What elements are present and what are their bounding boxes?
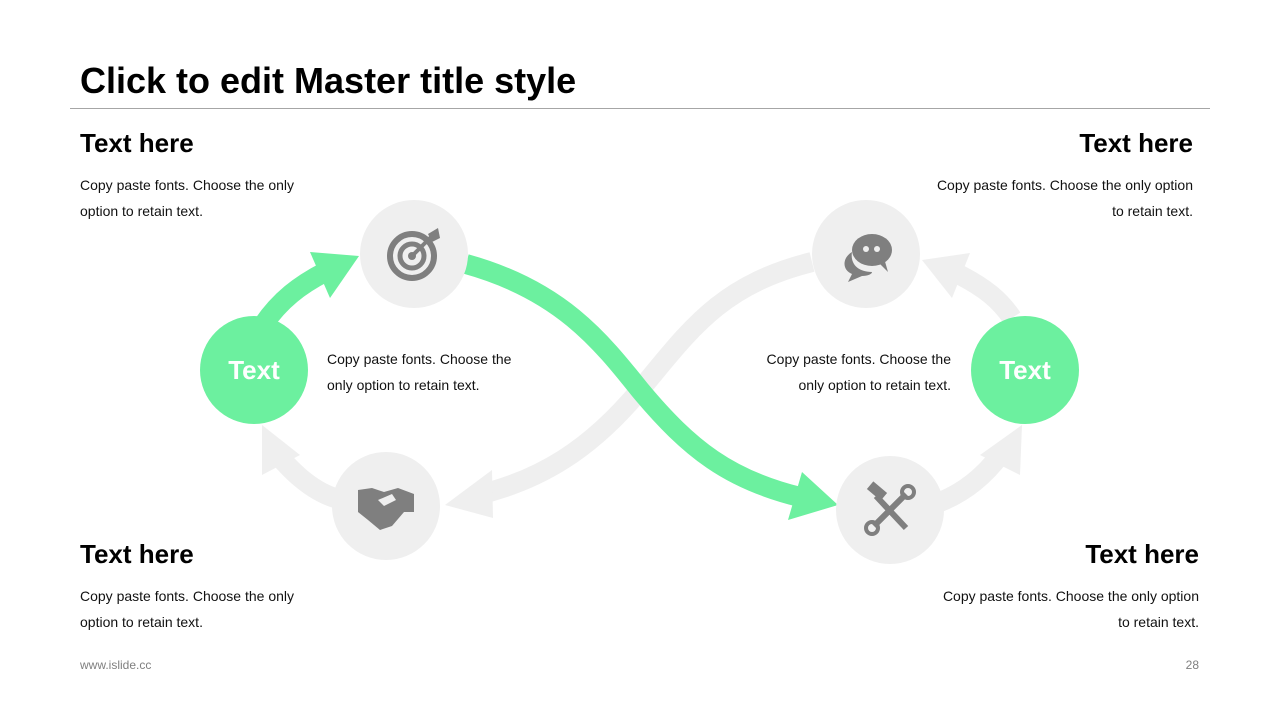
gray-arrowhead-right-bottom (980, 425, 1022, 475)
green-arc-center (463, 254, 803, 507)
center-right-text: Copy paste fonts. Choose the only option … (767, 346, 951, 398)
line: Copy paste fonts. Choose the (766, 351, 951, 367)
green-node-left-label: Text (228, 355, 280, 385)
line: option to retain text. (80, 203, 203, 219)
target-icon (387, 228, 440, 281)
page-number: 28 (1185, 658, 1199, 672)
bottom-left-heading: Text here (80, 539, 194, 569)
gray-arrowhead-left (262, 425, 300, 475)
footer-url: www.islide.cc (80, 658, 152, 672)
green-node-right (971, 316, 1079, 424)
line: only option to retain text. (327, 377, 480, 393)
bottom-left-body: Copy paste fonts. Choose the only option … (80, 583, 294, 635)
title-divider (70, 108, 1210, 109)
handshake-icon (358, 488, 414, 530)
top-right-heading: Text here (1079, 128, 1193, 158)
line: only option to retain text. (798, 377, 951, 393)
gray-arc-right-bottom (936, 448, 1008, 512)
bottom-right-heading: Text here (1085, 539, 1199, 569)
line: to retain text. (1118, 614, 1199, 630)
line: Copy paste fonts. Choose the only (80, 588, 295, 604)
top-right-body: Copy paste fonts. Choose the only option… (937, 172, 1193, 224)
line: to retain text. (1112, 203, 1193, 219)
green-node-left (200, 316, 308, 424)
chat-icon (844, 234, 892, 282)
gray-arrowhead-right-top (922, 253, 970, 298)
bottom-right-body: Copy paste fonts. Choose the only option… (943, 583, 1199, 635)
top-left-body: Copy paste fonts. Choose the only option … (80, 172, 294, 224)
line: Copy paste fonts. Choose the (327, 351, 512, 367)
slide-title: Click to edit Master title style (80, 60, 577, 101)
line: Copy paste fonts. Choose the only option (942, 588, 1199, 604)
green-arrowhead-left (310, 252, 359, 298)
gray-arrowhead-center (445, 470, 493, 518)
line: Copy paste fonts. Choose the only (80, 177, 295, 193)
green-arrowhead-center (788, 472, 838, 520)
tools-icon (864, 481, 916, 536)
gray-arc-right-top (955, 266, 1021, 324)
line: option to retain text. (80, 614, 203, 630)
top-left-heading: Text here (80, 128, 194, 158)
line: Copy paste fonts. Choose the only option (936, 177, 1193, 193)
green-arc-left (254, 263, 330, 331)
green-node-right-label: Text (999, 355, 1051, 385)
center-left-text: Copy paste fonts. Choose the only option … (327, 346, 511, 398)
